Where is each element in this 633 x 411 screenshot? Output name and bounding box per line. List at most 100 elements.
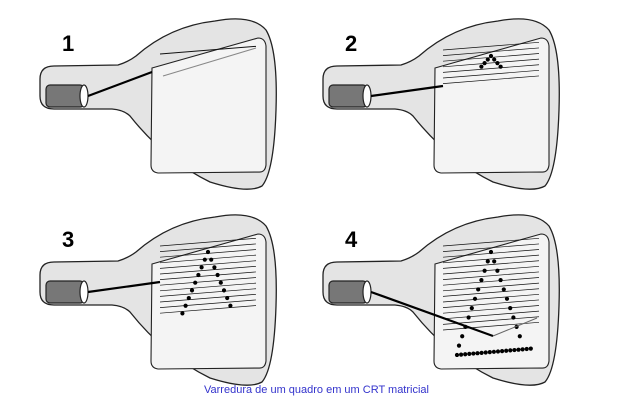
panel-label: 4 — [345, 227, 358, 252]
glyph-dot — [511, 315, 516, 320]
glyph-dot — [479, 277, 484, 283]
glyph-dot — [225, 295, 230, 301]
glyph-dot — [491, 349, 496, 354]
glyph-dot — [500, 349, 505, 354]
glyph-dot — [485, 57, 490, 62]
scan-line — [159, 293, 257, 303]
glyph-dot — [504, 348, 509, 353]
electron-beam — [87, 280, 161, 294]
scan-line — [442, 288, 540, 297]
glyph-dot — [454, 352, 460, 358]
glyph-dots — [479, 53, 503, 69]
scan-line — [442, 277, 540, 286]
scan-line — [442, 305, 540, 314]
scan-line — [159, 305, 257, 314]
glyph-dot — [472, 296, 478, 301]
glyph-dot — [460, 334, 465, 339]
glyph-dot — [205, 249, 211, 255]
scan-line — [159, 299, 257, 308]
glyph-dot — [498, 277, 503, 283]
scan-line — [442, 260, 540, 269]
glyph-dot — [218, 280, 223, 285]
scan-line — [162, 47, 257, 77]
glyph-dot — [189, 288, 195, 293]
electron-beam — [370, 290, 494, 338]
scan-line — [442, 64, 540, 73]
scan-line — [442, 41, 540, 51]
scan-line — [159, 260, 257, 269]
glyph-dot — [495, 268, 500, 273]
electron-beam-trace — [492, 317, 538, 337]
glyph-dot — [520, 347, 525, 352]
panel-label: 2 — [345, 31, 357, 56]
scan-line — [442, 47, 540, 56]
scan-line — [442, 265, 540, 275]
scan-line — [442, 293, 540, 303]
scan-lines — [159, 45, 257, 77]
glyph-dot — [498, 64, 503, 69]
glyph-dot — [488, 53, 494, 59]
electron-gun — [328, 280, 368, 304]
electron-gun-lens — [362, 280, 372, 304]
glyph-dot — [508, 348, 513, 353]
glyph-dot — [196, 272, 201, 278]
electron-gun — [45, 280, 85, 304]
glyph-dot — [183, 303, 188, 308]
scan-line — [159, 265, 257, 275]
crt-panel-2: 2 — [322, 18, 560, 190]
glyph-dot — [469, 306, 474, 311]
glyph-dot — [495, 349, 501, 354]
glyph-dot — [516, 347, 521, 352]
electron-beam — [87, 70, 153, 98]
crt-screen — [150, 37, 267, 174]
crt-panel-1: 1 — [39, 18, 277, 190]
glyph-dot — [193, 280, 198, 285]
glyph-dot — [471, 351, 476, 356]
glyph-dot — [202, 257, 207, 262]
glyph-dot — [180, 311, 185, 316]
panel-label: 3 — [62, 227, 74, 252]
glyph-dot — [482, 61, 487, 66]
glyph-dot — [508, 306, 513, 311]
glyph-dot — [485, 259, 490, 264]
glyph-dot — [456, 343, 462, 348]
glyph-dot — [209, 257, 214, 262]
glyph-dot — [488, 249, 494, 255]
scan-line — [159, 237, 257, 247]
electron-gun — [328, 84, 368, 108]
glyph-dot — [199, 265, 204, 270]
glyph-dot — [495, 61, 500, 66]
glyph-dot — [479, 350, 484, 355]
scan-line — [442, 58, 540, 68]
scan-line — [442, 75, 540, 84]
glyph-dot — [492, 57, 497, 62]
crt-panel-4: 4 — [322, 214, 560, 386]
scan-line — [159, 288, 257, 297]
scan-line — [159, 282, 257, 292]
scan-line — [442, 282, 540, 292]
glyph-dot — [459, 352, 464, 357]
glyph-dot — [492, 259, 497, 264]
glyph-dot — [487, 350, 492, 355]
scan-line — [159, 277, 257, 286]
scan-line — [442, 299, 540, 308]
scan-line — [442, 69, 540, 79]
scan-line — [442, 254, 540, 264]
panel-label: 1 — [62, 31, 74, 56]
scan-lines — [159, 237, 257, 314]
scan-line — [442, 237, 540, 247]
figure-caption: Varredura de um quadro em um CRT matrici… — [204, 384, 429, 396]
glyph-dot — [212, 265, 217, 270]
glyph-dot — [517, 334, 522, 339]
glyph-dot — [524, 346, 529, 352]
scan-line — [159, 45, 257, 55]
scan-line — [159, 271, 257, 280]
glyph-dot — [221, 288, 227, 293]
scan-line — [442, 271, 540, 280]
electron-beam — [370, 84, 444, 98]
crt-panel-3: 3 — [39, 214, 277, 386]
electron-gun — [45, 84, 85, 108]
glyph-dot — [501, 287, 506, 292]
electron-gun-lens — [362, 84, 372, 108]
glyph-dot — [476, 287, 481, 292]
